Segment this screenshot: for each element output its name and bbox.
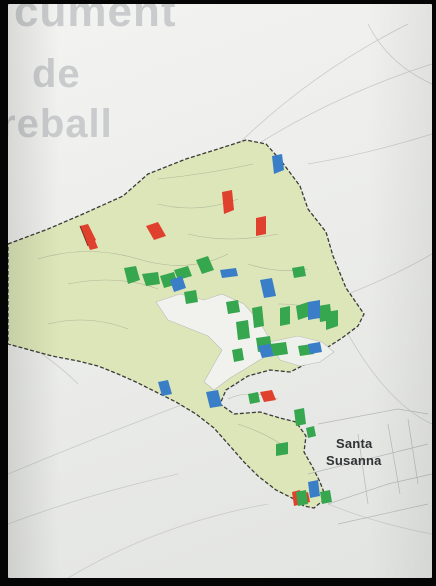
flag-blue[interactable]	[308, 300, 320, 320]
flag-green[interactable]	[306, 426, 316, 438]
flag-green[interactable]	[280, 306, 290, 326]
poster-title-line-3: reball	[8, 102, 113, 146]
flag-blue[interactable]	[308, 480, 320, 498]
flag-green[interactable]	[196, 256, 214, 274]
municipality-map[interactable]	[8, 4, 432, 578]
flag-green[interactable]	[292, 266, 306, 278]
flag-green[interactable]	[296, 302, 310, 320]
flag-blue[interactable]	[220, 268, 238, 278]
flag-red[interactable]	[146, 222, 166, 240]
flag-green[interactable]	[226, 300, 240, 314]
place-label-susanna: Susanna	[326, 453, 382, 468]
map-poster: cument de reball	[8, 4, 432, 578]
flag-red[interactable]	[86, 238, 98, 250]
flag-blue[interactable]	[258, 344, 274, 358]
flag-red[interactable]	[260, 390, 276, 402]
flag-blue[interactable]	[308, 342, 322, 354]
flag-blue[interactable]	[158, 380, 172, 396]
flag-green[interactable]	[276, 442, 288, 456]
flag-green[interactable]	[232, 348, 244, 362]
flag-blue[interactable]	[272, 154, 284, 174]
flag-green[interactable]	[252, 306, 264, 328]
flag-red[interactable]	[222, 190, 234, 214]
flag-blue[interactable]	[206, 390, 222, 408]
flag-green[interactable]	[270, 342, 288, 356]
flag-green[interactable]	[326, 310, 338, 330]
town-streets	[307, 408, 432, 525]
flag-green[interactable]	[296, 490, 308, 506]
poster-title-line-2: de	[32, 52, 81, 96]
flag-red[interactable]	[256, 216, 266, 236]
flag-green[interactable]	[174, 266, 192, 280]
poster-title-line-1: cument	[14, 4, 177, 36]
flag-markers[interactable]	[79, 154, 338, 506]
flag-green[interactable]	[294, 408, 306, 426]
flag-green[interactable]	[142, 272, 160, 286]
flag-green[interactable]	[124, 266, 140, 284]
flag-green[interactable]	[248, 392, 260, 404]
flag-blue[interactable]	[170, 276, 186, 292]
place-label-santa: Santa	[336, 436, 373, 451]
flag-green[interactable]	[320, 490, 332, 504]
flag-green[interactable]	[184, 290, 198, 304]
flag-blue[interactable]	[260, 278, 276, 298]
flag-green[interactable]	[236, 320, 250, 340]
